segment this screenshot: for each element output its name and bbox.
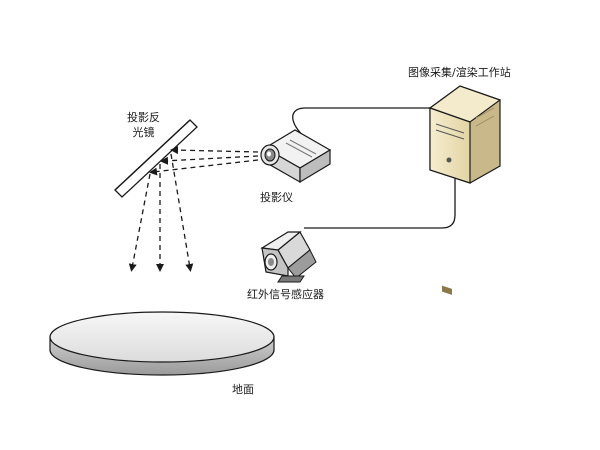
workstation-label: 图像采集/渲染工作站 <box>408 66 511 79</box>
mirror-label-line-2: 光镜 <box>132 126 155 139</box>
beam-1 <box>170 146 259 155</box>
beam-3 <box>149 159 259 176</box>
cable-workstation-projector <box>292 107 430 146</box>
mirror-label-line-1: 投影反 <box>127 111 160 124</box>
workstation-server-icon <box>428 85 502 295</box>
projector-label: 投影仪 <box>260 191 293 204</box>
infrared-sensor-device-icon <box>260 231 317 283</box>
reflected-beam-1 <box>128 173 151 272</box>
mirror-label: 投影反 光镜 <box>127 110 160 140</box>
cable-workstation-ir-sensor <box>304 176 456 229</box>
ground-label: 地面 <box>232 383 254 396</box>
ir-sensor-label: 红外信号感应器 <box>247 288 324 301</box>
projection-mirror-icon <box>114 119 198 198</box>
reflected-beams <box>128 153 194 272</box>
projector-device-icon <box>260 129 332 184</box>
ground-disc-icon <box>49 311 275 376</box>
projection-beams <box>149 146 259 176</box>
beam-2 <box>160 155 259 165</box>
reflected-beam-3 <box>170 153 194 272</box>
